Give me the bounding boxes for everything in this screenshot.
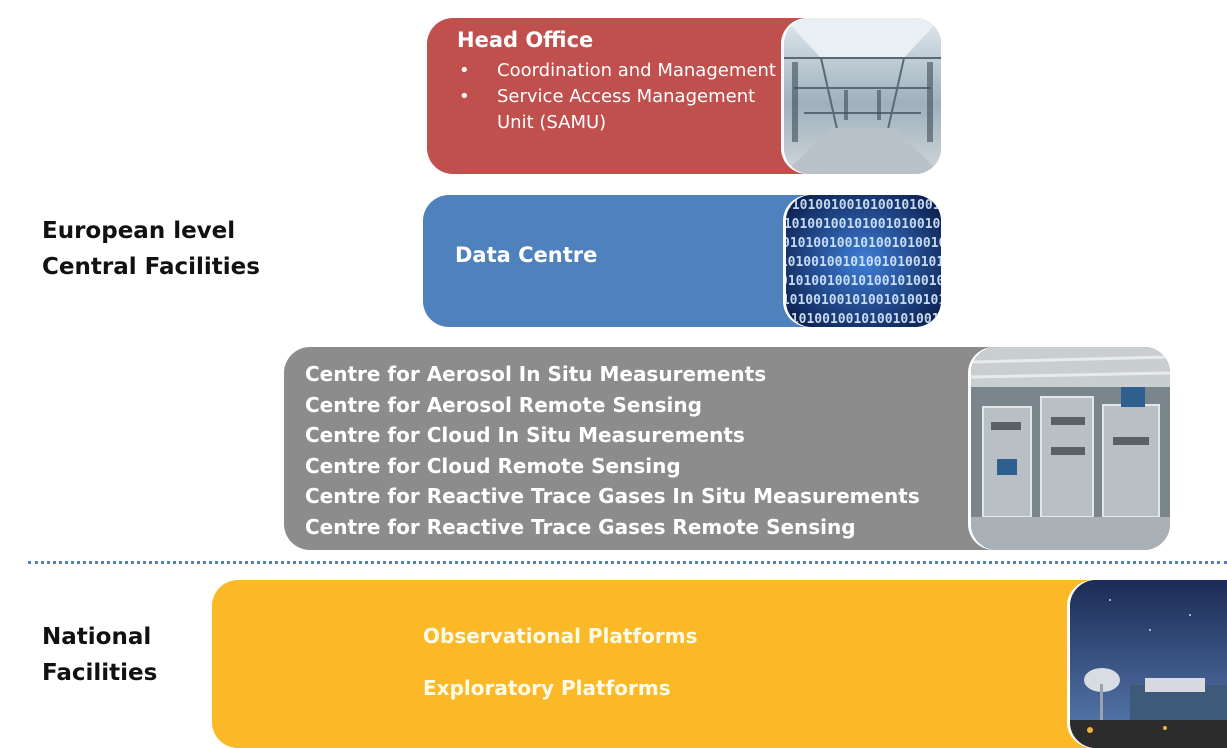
section-divider — [28, 561, 1227, 564]
head-office-item-2: Service Access Management Unit (SAMU) — [497, 86, 756, 133]
list-item: • Service Access Management Unit (SAMU) — [457, 84, 787, 136]
list-item: • Coordination and Management — [457, 58, 787, 84]
list-item: Centre for Reactive Trace Gases Remote S… — [305, 514, 856, 539]
data-centre-box: Data Centre 0101001001010010100101001010… — [423, 195, 941, 327]
binary-row: 0101001001010010100101001010011010100110… — [786, 312, 941, 327]
head-office-item-1: Coordination and Management — [497, 60, 776, 81]
observational-platforms-label: Observational Platforms — [423, 624, 698, 648]
national-facilities-label: National Facilities — [42, 619, 157, 691]
list-item: Centre for Aerosol Remote Sensing — [305, 392, 702, 417]
european-label-line-1: European level — [42, 218, 236, 244]
binary-row: 0101001001010010100101001010011010100110… — [786, 293, 941, 308]
head-office-box: Head Office • Coordination and Managemen… — [427, 18, 941, 174]
binary-row: 0101001001010010100101001010011010100110… — [786, 255, 941, 270]
list-item: Centre for Cloud In Situ Measurements — [305, 423, 745, 447]
bullet-icon: • — [459, 86, 470, 107]
centres-list: Centre for Aerosol In Situ Measurements … — [305, 359, 920, 542]
laboratory-photo — [971, 347, 1170, 550]
list-item: Centre for Aerosol In Situ Measurements — [305, 362, 767, 386]
national-label-line-1: National — [42, 624, 152, 650]
binary-row: 0101001001010010100101001010011010100110… — [786, 274, 941, 289]
thematic-centres-box: Centre for Aerosol In Situ Measurements … — [284, 347, 1170, 550]
bullet-icon: • — [459, 60, 470, 81]
binary-data-photo: 0101001001010010100101001010011010100110… — [786, 195, 941, 327]
office-interior-image — [784, 18, 941, 174]
exploratory-platforms-label: Exploratory Platforms — [423, 676, 671, 700]
list-item: Centre for Reactive Trace Gases In Situ … — [305, 484, 920, 508]
head-office-title: Head Office — [457, 28, 594, 52]
binary-data-image: 0101001001010010100101001010011010100110… — [786, 195, 941, 327]
national-facilities-box: Observational Platforms Exploratory Plat… — [212, 580, 1227, 748]
binary-row: 0101001001010010100101001010011010100110… — [786, 236, 941, 251]
observation-station-photo — [1070, 580, 1227, 748]
office-interior-photo — [784, 18, 941, 174]
national-label-line-2: Facilities — [42, 660, 158, 686]
binary-row: 0101001001010010100101001010011010100110… — [786, 217, 941, 232]
data-centre-title: Data Centre — [455, 243, 598, 267]
binary-row: 0101001001010010100101001010011010100110… — [786, 198, 941, 213]
european-label-line-2: Central Facilities — [42, 254, 260, 280]
european-level-label: European level Central Facilities — [42, 213, 260, 285]
head-office-list: • Coordination and Management • Service … — [457, 58, 787, 136]
list-item: Centre for Cloud Remote Sensing — [305, 453, 681, 478]
observation-station-image — [1070, 580, 1227, 748]
laboratory-image — [971, 347, 1170, 550]
